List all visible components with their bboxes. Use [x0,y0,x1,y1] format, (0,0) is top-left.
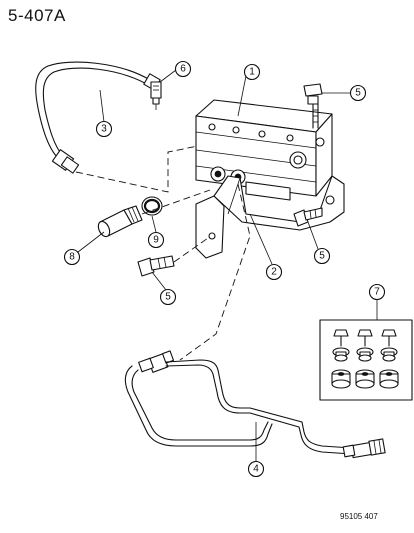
callout-5-lower: 5 [159,288,177,306]
callout-3: 3 [95,120,113,138]
callout-8-label: 8 [69,252,75,263]
brake-line-upper [35,61,161,174]
routing-line-adapter [141,189,211,215]
routing-line-lower [179,183,251,361]
callout-7: 7 [368,283,386,301]
kit-column-3 [379,329,399,389]
bleeder-screw [150,81,162,110]
callout-8: 8 [63,248,81,266]
o-ring [141,196,163,216]
callout-6: 6 [174,60,192,78]
callout-6-label: 6 [180,64,186,75]
page-code: 5-407A [8,6,66,25]
reference-code: 95105 407 [340,512,378,521]
callout-5-right: 5 [313,247,331,265]
callout-5-top: 5 [349,84,367,102]
callout-7-label: 7 [374,287,380,298]
callout-3-label: 3 [101,124,107,135]
callout-5-right-label: 5 [319,251,325,262]
leader-lines [77,69,378,462]
callout-2-label: 2 [271,267,277,278]
hardware-kit [319,319,413,401]
fitting-adapter [97,205,143,238]
hydraulic-control-unit [195,99,333,201]
bolt-top [303,83,323,129]
routing-line-bolt-left [173,237,209,263]
callout-4-label: 4 [253,464,259,475]
routing-line-upper [75,145,199,193]
callout-4: 4 [247,460,265,478]
kit-column-2 [355,329,375,389]
callout-1-label: 1 [249,67,255,78]
callout-5-top-label: 5 [355,88,361,99]
callout-9: 9 [147,231,165,249]
callout-1: 1 [243,63,261,81]
bolt-lower-left [137,255,175,277]
callout-2: 2 [265,263,283,281]
brake-line-lower [124,350,386,459]
callout-9-label: 9 [153,235,159,246]
kit-column-1 [331,329,351,389]
callout-5-lower-label: 5 [165,292,171,303]
